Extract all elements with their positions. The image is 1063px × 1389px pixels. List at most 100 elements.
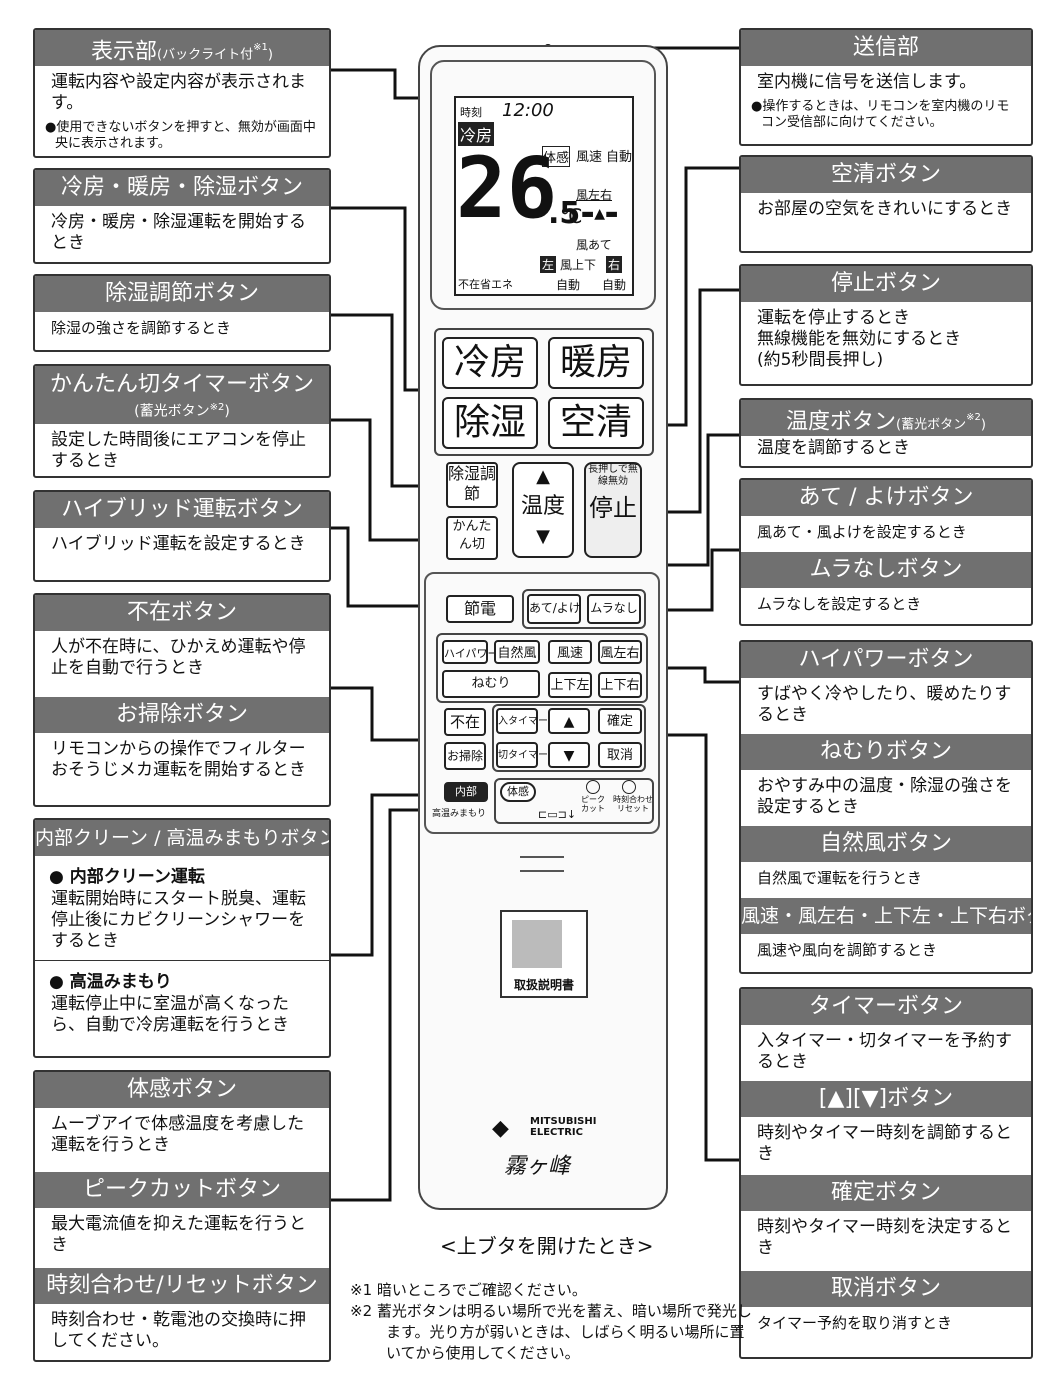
high-power-title: ハイパワーボタン [741, 642, 1031, 678]
inner-clean-title: 内部クリーン / 高温みまもりボタン [35, 820, 329, 856]
transmitter-box: 送信部 室内機に信号を送信します。 ●操作するときは、リモコンを室内機のリモコン… [739, 28, 1033, 146]
muranashi-title: ムラなしボタン [741, 552, 1031, 588]
display-section-text: 運転内容や設定内容が表示されます。 [51, 72, 306, 113]
lcd-kazeate: 風あて [576, 238, 612, 252]
up-button[interactable]: ▲ [548, 708, 590, 734]
display-section-title: 表示部(バックライト付※1) [35, 30, 329, 66]
stop-label: 停止 [589, 494, 637, 522]
ate-yoke-button[interactable]: あて/よけ [527, 594, 581, 624]
stop-small-label: 長押しで無線無効 [588, 464, 638, 487]
temp-label: 温度 [520, 494, 565, 519]
sleep-button[interactable]: ねむり [442, 670, 540, 698]
off-timer-button[interactable]: 切タイマー [496, 742, 548, 768]
inner-clean-heading: ● 内部クリーン運転 [49, 867, 205, 887]
slide-grip [520, 856, 564, 872]
absent-text: 人が不在時に、ひかえめ運転や停止を自動で行うとき [51, 637, 306, 678]
lcd-taikan: 体感 [542, 146, 571, 167]
manual-label: 取扱説明書 [513, 978, 574, 992]
fan-lr-button[interactable]: 風左右 [598, 640, 642, 664]
updown-title: [▲][▼]ボタン [741, 1081, 1031, 1117]
lcd-auto2: 自動 [556, 278, 581, 292]
wind-title: 風速・風左右・上下左・上下右ボタン [741, 898, 1031, 934]
hybrid-button[interactable]: 節電 [446, 595, 514, 623]
lcd-bezel [430, 60, 656, 310]
sleep-text: おやすみ中の温度・除湿の強さを設定するとき [757, 776, 1012, 817]
air-clean-button[interactable]: 空清 [548, 397, 644, 449]
manual-image [512, 920, 562, 968]
clean-title: お掃除ボタン [35, 697, 329, 733]
dry-adjust-button[interactable]: 除湿調節 [446, 462, 498, 508]
transmitter-title: 送信部 [741, 30, 1031, 66]
reset-button[interactable] [622, 780, 636, 794]
air-clean-title: 空清ボタン [741, 157, 1031, 193]
cancel-button[interactable]: 取消 [598, 742, 642, 768]
lcd-left: 左 [540, 256, 557, 273]
easy-timer-title: かんたん切タイマーボタン(蓄光ボタン※2) [35, 366, 329, 424]
inner-clean-divider [35, 960, 329, 961]
absent-title: 不在ボタン [35, 595, 329, 631]
stop-title: 停止ボタン [741, 266, 1031, 302]
transmitter-note: ●操作するときは、リモコンを室内機のリモコン受信部に向けてください。 [751, 99, 1010, 130]
dry-adjust-box: 除湿調節ボタン 除湿の強さを調節するとき [33, 274, 331, 352]
easy-timer-button[interactable]: かんたん切 [446, 516, 498, 560]
mitsubishi-logo-icon: ◆ [492, 1116, 509, 1141]
lcd-updown: 風上下 [560, 258, 597, 272]
battery-icon: ⊏▭⊐↓ [538, 808, 577, 821]
wind-panel [436, 633, 648, 703]
natural-wind-button[interactable]: 自然風 [494, 640, 540, 664]
stop-box: 停止ボタン 運転を停止するとき 無線機能を無効にするとき (約5秒間長押し) [739, 264, 1033, 386]
lower-panel [424, 572, 660, 834]
cool-heat-dry-title: 冷房・暖房・除湿ボタン [35, 170, 329, 206]
display-section-note: ●使用できないボタンを押すと、無効が画面中央に表示されます。 [45, 120, 316, 151]
timer-text: 入タイマー・切タイマーを予約するとき [757, 1031, 1012, 1072]
lcd-unit: ℃ [560, 204, 583, 228]
clean-text: リモコンからの操作でフィルターおそうじメカ運転を開始するとき [51, 739, 306, 780]
on-timer-button[interactable]: 入タイマー [496, 708, 548, 734]
body-sense-title: 体感ボタン [35, 1072, 329, 1108]
absent-clean-box: 不在ボタン 人が不在時に、ひかえめ運転や停止を自動で行うとき お掃除ボタン リモ… [33, 593, 331, 807]
inner-clean-box: 内部クリーン / 高温みまもりボタン ● 内部クリーン運転 運転開始時にスタート… [33, 818, 331, 1058]
peak-cut-title: ピークカットボタン [35, 1172, 329, 1208]
inner-clean-text: 運転開始時にスタート脱臭、運転停止後にカビクリーンシャワーをするとき [51, 889, 306, 951]
updown-left-button[interactable]: 上下左 [548, 672, 592, 698]
updown-text: 時刻やタイマー時刻を調節するとき [757, 1123, 1012, 1164]
cool-button[interactable]: 冷房 [442, 337, 538, 389]
footnote-2: ※2 蓄光ボタンは明るい場所で光を蓄え、暗い場所で発光します。光り方が弱いときは… [350, 1302, 752, 1362]
stop-text: 運転を停止するとき 無線機能を無効にするとき (約5秒間長押し) [757, 308, 962, 370]
body-sense-button[interactable]: 体感 [500, 782, 536, 802]
cancel-title: 取消ボタン [741, 1271, 1031, 1307]
peak-cut-button[interactable] [586, 780, 600, 794]
lcd-auto: 自動 [606, 150, 633, 165]
inner-clean-button[interactable]: 内部 [444, 782, 488, 802]
high-power-button[interactable]: ハイパワー [442, 640, 499, 664]
lcd-lr: 風左右 [576, 188, 613, 202]
peak-cut-text: 最大電流値を抑えた運転を行うとき [51, 1214, 306, 1255]
down-button[interactable]: ▼ [548, 742, 590, 768]
muranashi-button[interactable]: ムラなし [587, 594, 641, 624]
updown-right-button[interactable]: 上下右 [598, 672, 642, 698]
stop-button[interactable]: 長押しで無線無効 停止 [584, 462, 642, 558]
easy-timer-box: かんたん切タイマーボタン(蓄光ボタン※2) 設定した時間後にエアコンを停止すると… [33, 364, 331, 478]
lcd-fan-speed: 風速 [576, 150, 603, 165]
wind-text: 風速や風向を調節するとき [757, 941, 938, 959]
display-section-box: 表示部(バックライト付※1) 運転内容や設定内容が表示されます。 ●使用できない… [33, 28, 331, 158]
temp-button[interactable]: ▲ 温度 ▼ [512, 462, 574, 558]
clock-reset-text: 時刻合わせ・乾電池の交換時に押してください。 [51, 1310, 306, 1351]
lcd-temp-decimal: .5 [548, 196, 581, 231]
hybrid-box: ハイブリッド運転ボタン ハイブリッド運転を設定するとき [33, 490, 331, 582]
muranashi-text: ムラなしを設定するとき [757, 595, 922, 613]
lcd-time: 12:00 [502, 100, 554, 121]
reset-label: 時刻合わせリセット [613, 795, 653, 813]
lcd-absent-eco: 不在省エネ [458, 278, 513, 291]
natural-wind-text: 自然風で運転を行うとき [757, 869, 923, 887]
absent-button[interactable]: 不在 [444, 708, 486, 736]
fan-speed-button[interactable]: 風速 [548, 640, 592, 664]
transmitter-text: 室内機に信号を送信します。 [757, 72, 977, 92]
ate-yoke-text: 風あて・風よけを設定するとき [757, 523, 967, 541]
heat-button[interactable]: 暖房 [548, 337, 644, 389]
hybrid-text: ハイブリッド運転を設定するとき [51, 534, 306, 554]
clean-button[interactable]: お掃除 [444, 742, 486, 770]
confirm-button[interactable]: 確定 [598, 708, 642, 734]
main-button-panel [434, 328, 654, 456]
dry-button[interactable]: 除湿 [442, 397, 538, 449]
